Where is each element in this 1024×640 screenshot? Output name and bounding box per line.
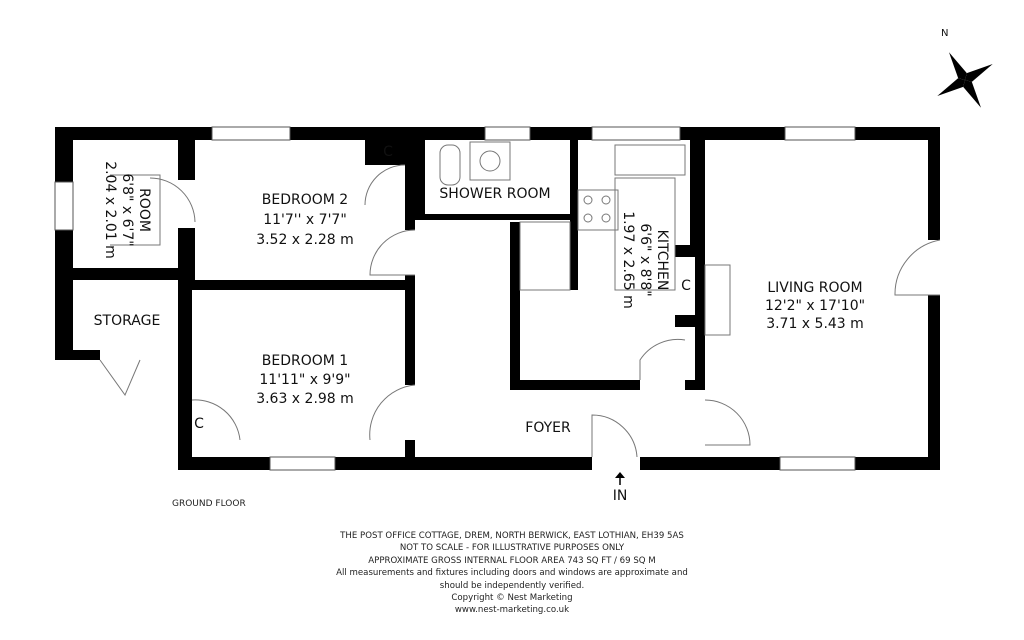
svg-text:11'7'' x 7'7": 11'7'' x 7'7"	[263, 212, 347, 228]
footer-address: THE POST OFFICE COTTAGE, DREM, NORTH BER…	[340, 531, 684, 541]
svg-text:6'8" x 6'7": 6'8" x 6'7"	[119, 173, 135, 246]
svg-text:12'2" x 17'10": 12'2" x 17'10"	[765, 298, 865, 314]
svg-text:BEDROOM 1: BEDROOM 1	[262, 353, 348, 369]
svg-text:BEDROOM 2: BEDROOM 2	[262, 192, 348, 208]
windows	[54, 126, 856, 471]
svg-text:11'11" x 9'9": 11'11" x 9'9"	[259, 372, 350, 388]
room-label-living-room: LIVING ROOM 12'2" x 17'10" 3.71 x 5.43 m	[765, 280, 865, 332]
footer-notes: THE POST OFFICE COTTAGE, DREM, NORTH BER…	[0, 530, 1024, 617]
footer-area: APPROXIMATE GROSS INTERNAL FLOOR AREA 74…	[368, 555, 656, 566]
doors	[99, 164, 941, 458]
cupboard-label: C	[681, 278, 691, 294]
svg-text:KITCHEN: KITCHEN	[654, 230, 670, 291]
footer-copyright: Copyright © Nest Marketing	[451, 593, 573, 604]
room-label-bedroom-2: BEDROOM 2 11'7'' x 7'7" 3.52 x 2.28 m	[256, 192, 354, 248]
svg-text:6'6" x 8'8": 6'6" x 8'8"	[637, 223, 653, 296]
svg-text:LIVING ROOM: LIVING ROOM	[767, 280, 862, 296]
floor-label: GROUND FLOOR	[172, 499, 246, 509]
compass-icon	[937, 52, 993, 108]
svg-text:3.71 x 5.43 m: 3.71 x 5.43 m	[766, 316, 864, 332]
room-label-kitchen: KITCHEN 6'6" x 8'8" 1.97 x 2.65 m	[620, 211, 670, 309]
svg-text:3.63 x 2.98 m: 3.63 x 2.98 m	[256, 391, 354, 407]
svg-text:3.52 x 2.28 m: 3.52 x 2.28 m	[256, 232, 354, 248]
room-label-foyer: FOYER	[525, 420, 571, 436]
footer-scale-note: NOT TO SCALE - FOR ILLUSTRATIVE PURPOSES…	[399, 543, 625, 554]
cupboard-label: C	[194, 416, 204, 432]
svg-text:ROOM: ROOM	[136, 188, 152, 232]
footer-website: www.nest-marketing.co.uk	[454, 605, 570, 616]
svg-text:2.04 x 2.01 m: 2.04 x 2.01 m	[102, 161, 118, 259]
footer-disclaimer: All measurements and fixtures including …	[336, 568, 688, 579]
room-label-bedroom-1: BEDROOM 1 11'11" x 9'9" 3.63 x 2.98 m	[256, 353, 354, 407]
svg-text:1.97 x 2.65 m: 1.97 x 2.65 m	[620, 211, 636, 309]
north-label: N	[941, 28, 948, 39]
room-label-storage: STORAGE	[94, 313, 161, 329]
entrance-label: IN	[613, 488, 628, 504]
room-label-shower-room: SHOWER ROOM	[439, 186, 550, 202]
cupboard-label: C	[383, 144, 393, 160]
footer-disclaimer-2: should be independently verified.	[439, 580, 585, 591]
room-label-small-room: ROOM 6'8" x 6'7" 2.04 x 2.01 m	[102, 161, 152, 259]
entrance-arrow-icon	[615, 472, 625, 485]
fixtures	[110, 141, 731, 336]
